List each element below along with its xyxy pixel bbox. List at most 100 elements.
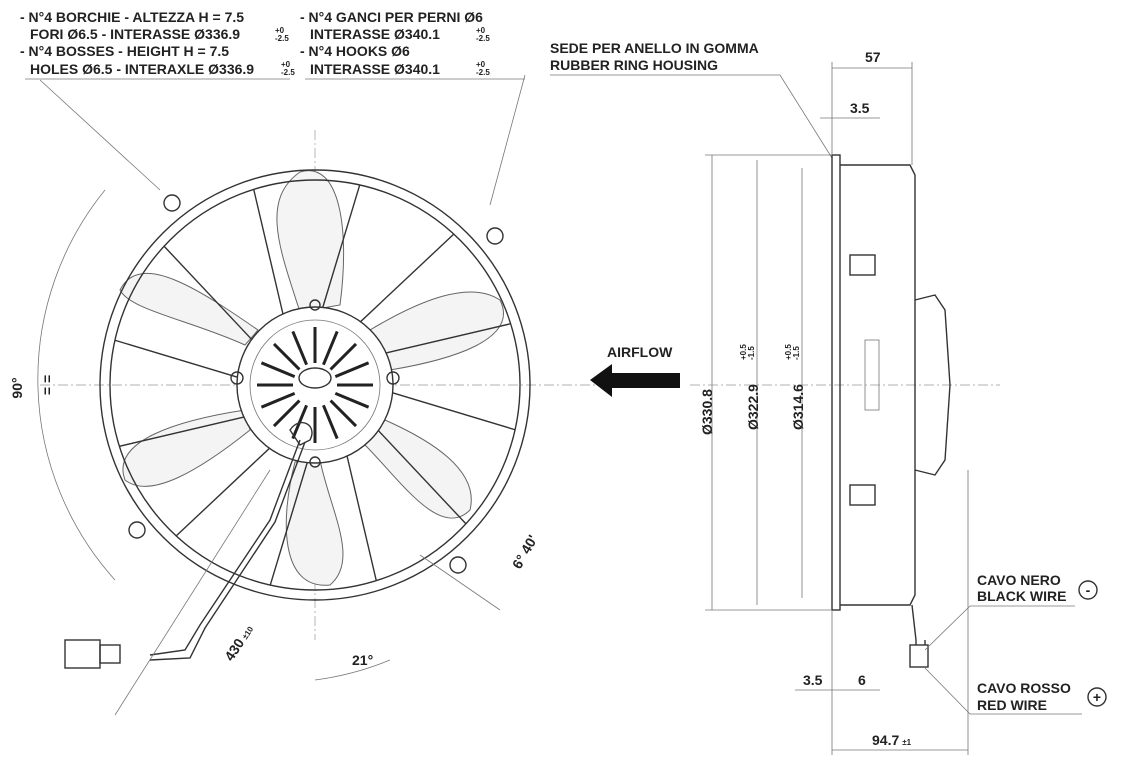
outer-ring — [99, 169, 531, 601]
dim-arc-21 — [314, 659, 391, 681]
hub-screw — [230, 371, 244, 385]
spoke — [377, 430, 467, 525]
hub-ribs — [257, 327, 373, 443]
connector — [64, 639, 101, 669]
plus-icon — [1087, 687, 1107, 707]
motor-hub-inner — [249, 319, 381, 451]
tol-minus: -2.5 — [476, 34, 490, 43]
total-depth-tolerance: ±1 — [902, 738, 911, 747]
hub-rib — [334, 392, 370, 409]
spoke — [385, 323, 511, 354]
note-bosses-line4: HOLES Ø6.5 - INTERAXLE Ø336.9 — [30, 61, 254, 77]
hub-rib — [291, 330, 308, 366]
red-wire-line2: RED WIRE — [977, 697, 1047, 713]
tol-minus: -1.5 — [792, 346, 801, 360]
note-bosses-line3: - N°4 BOSSES - HEIGHT H = 7.5 — [20, 43, 229, 59]
angle-90-label: 90° — [9, 377, 25, 398]
total-depth-value: 94.7 — [872, 732, 899, 748]
tol-plus: +0.5 — [784, 344, 793, 360]
tol-minus: -2.5 — [281, 68, 295, 77]
boss — [128, 521, 146, 539]
dim-cable-length — [114, 469, 271, 716]
note-hooks-line2: INTERASSE Ø340.1 — [310, 26, 440, 42]
black-wire-line1: CAVO NERO — [977, 572, 1061, 588]
notes-bosses: - N°4 BORCHIE - ALTEZZA H = 7.5 FORI Ø6.… — [20, 9, 295, 80]
hub-rib — [329, 342, 358, 371]
motor-body — [914, 294, 951, 476]
rubber-ring-line1: SEDE PER ANELLO IN GOMMA — [550, 40, 759, 56]
dia-322-label: Ø322.9 — [745, 384, 761, 430]
spoke — [269, 462, 308, 586]
airflow-arrow-icon — [590, 364, 680, 397]
hub-screw — [309, 299, 321, 311]
connector-body — [99, 644, 121, 664]
spoke — [253, 189, 284, 315]
spokes — [114, 184, 516, 586]
cable-2 — [149, 441, 306, 661]
note-hooks-line4: INTERASSE Ø340.1 — [310, 61, 440, 77]
front-view: 90° = = 6° 40' 21° 430±10 — [9, 74, 600, 716]
hub-rib — [260, 392, 296, 409]
boss — [449, 556, 467, 574]
spoke — [175, 447, 270, 537]
depth-57-label: 57 — [865, 49, 881, 65]
notes-hooks: - N°4 GANCI PER PERNI Ø6 INTERASSE Ø340.… — [300, 9, 525, 80]
total-depth-label: 94.7±1 — [872, 732, 912, 748]
cable-grommet — [289, 421, 313, 446]
red-wire-line1: CAVO ROSSO — [977, 680, 1071, 696]
spoke — [119, 416, 245, 447]
hub-screw — [386, 371, 400, 385]
hub-rib — [272, 399, 301, 428]
tol-plus: +0 — [281, 60, 291, 69]
gap-6-label: 6 — [858, 672, 866, 688]
boss — [163, 194, 181, 212]
cable — [149, 439, 301, 656]
leader-bosses — [39, 79, 161, 191]
tol-minus: -2.5 — [275, 34, 289, 43]
blade — [276, 170, 345, 313]
flange-3-5-bottom-label: 3.5 — [803, 672, 823, 688]
hub-rib — [291, 404, 308, 440]
bosses — [128, 194, 504, 574]
blade — [285, 459, 344, 586]
dim-6-40 — [419, 554, 501, 611]
label-plate — [864, 339, 880, 411]
side-view: Ø330.8 Ø322.9 +0.5 -1.5 Ø314.6 +0.5 -1.5… — [690, 49, 1000, 755]
leader-red-wire — [924, 667, 1082, 715]
cable-length-label: 430±10 — [221, 621, 256, 663]
tol-plus: +0.5 — [739, 344, 748, 360]
inner-ring — [109, 179, 521, 591]
hub-rib — [322, 330, 339, 366]
note-hooks-line3: - N°4 HOOKS Ø6 — [300, 43, 410, 59]
cable-length-tolerance: ±10 — [240, 624, 255, 641]
angle-21-label: 21° — [352, 652, 373, 668]
spoke — [114, 339, 238, 378]
dia-314-label: Ø314.6 — [790, 384, 806, 430]
side-connector — [909, 644, 929, 668]
minus-symbol: - — [1086, 582, 1091, 598]
dim-arc-90 — [37, 189, 116, 581]
leader-rubber-ring — [550, 74, 833, 159]
angle-6-40-label: 6° 40' — [509, 532, 541, 571]
spoke — [346, 455, 377, 581]
fan-blades — [119, 170, 504, 586]
boss — [486, 227, 504, 245]
wire-labels: CAVO NERO BLACK WIRE - CAVO ROSSO RED WI… — [924, 572, 1107, 715]
hub-rib — [322, 404, 339, 440]
blade — [119, 272, 259, 346]
note-bosses-line1: - N°4 BORCHIE - ALTEZZA H = 7.5 — [20, 9, 244, 25]
tol-minus: -1.5 — [747, 346, 756, 360]
spoke — [392, 392, 516, 431]
note-rubber-ring: SEDE PER ANELLO IN GOMMA RUBBER RING HOU… — [550, 40, 833, 159]
spoke — [322, 184, 361, 308]
leader-hooks — [489, 74, 526, 206]
blade — [369, 291, 504, 371]
flange-3-5-top-label: 3.5 — [850, 100, 870, 116]
hub-screw — [309, 456, 321, 468]
rubber-ring-line2: RUBBER RING HOUSING — [550, 57, 718, 73]
blade — [364, 419, 472, 519]
blade — [122, 409, 251, 487]
tol-plus: +0 — [476, 26, 486, 35]
hub-rib — [260, 361, 296, 378]
